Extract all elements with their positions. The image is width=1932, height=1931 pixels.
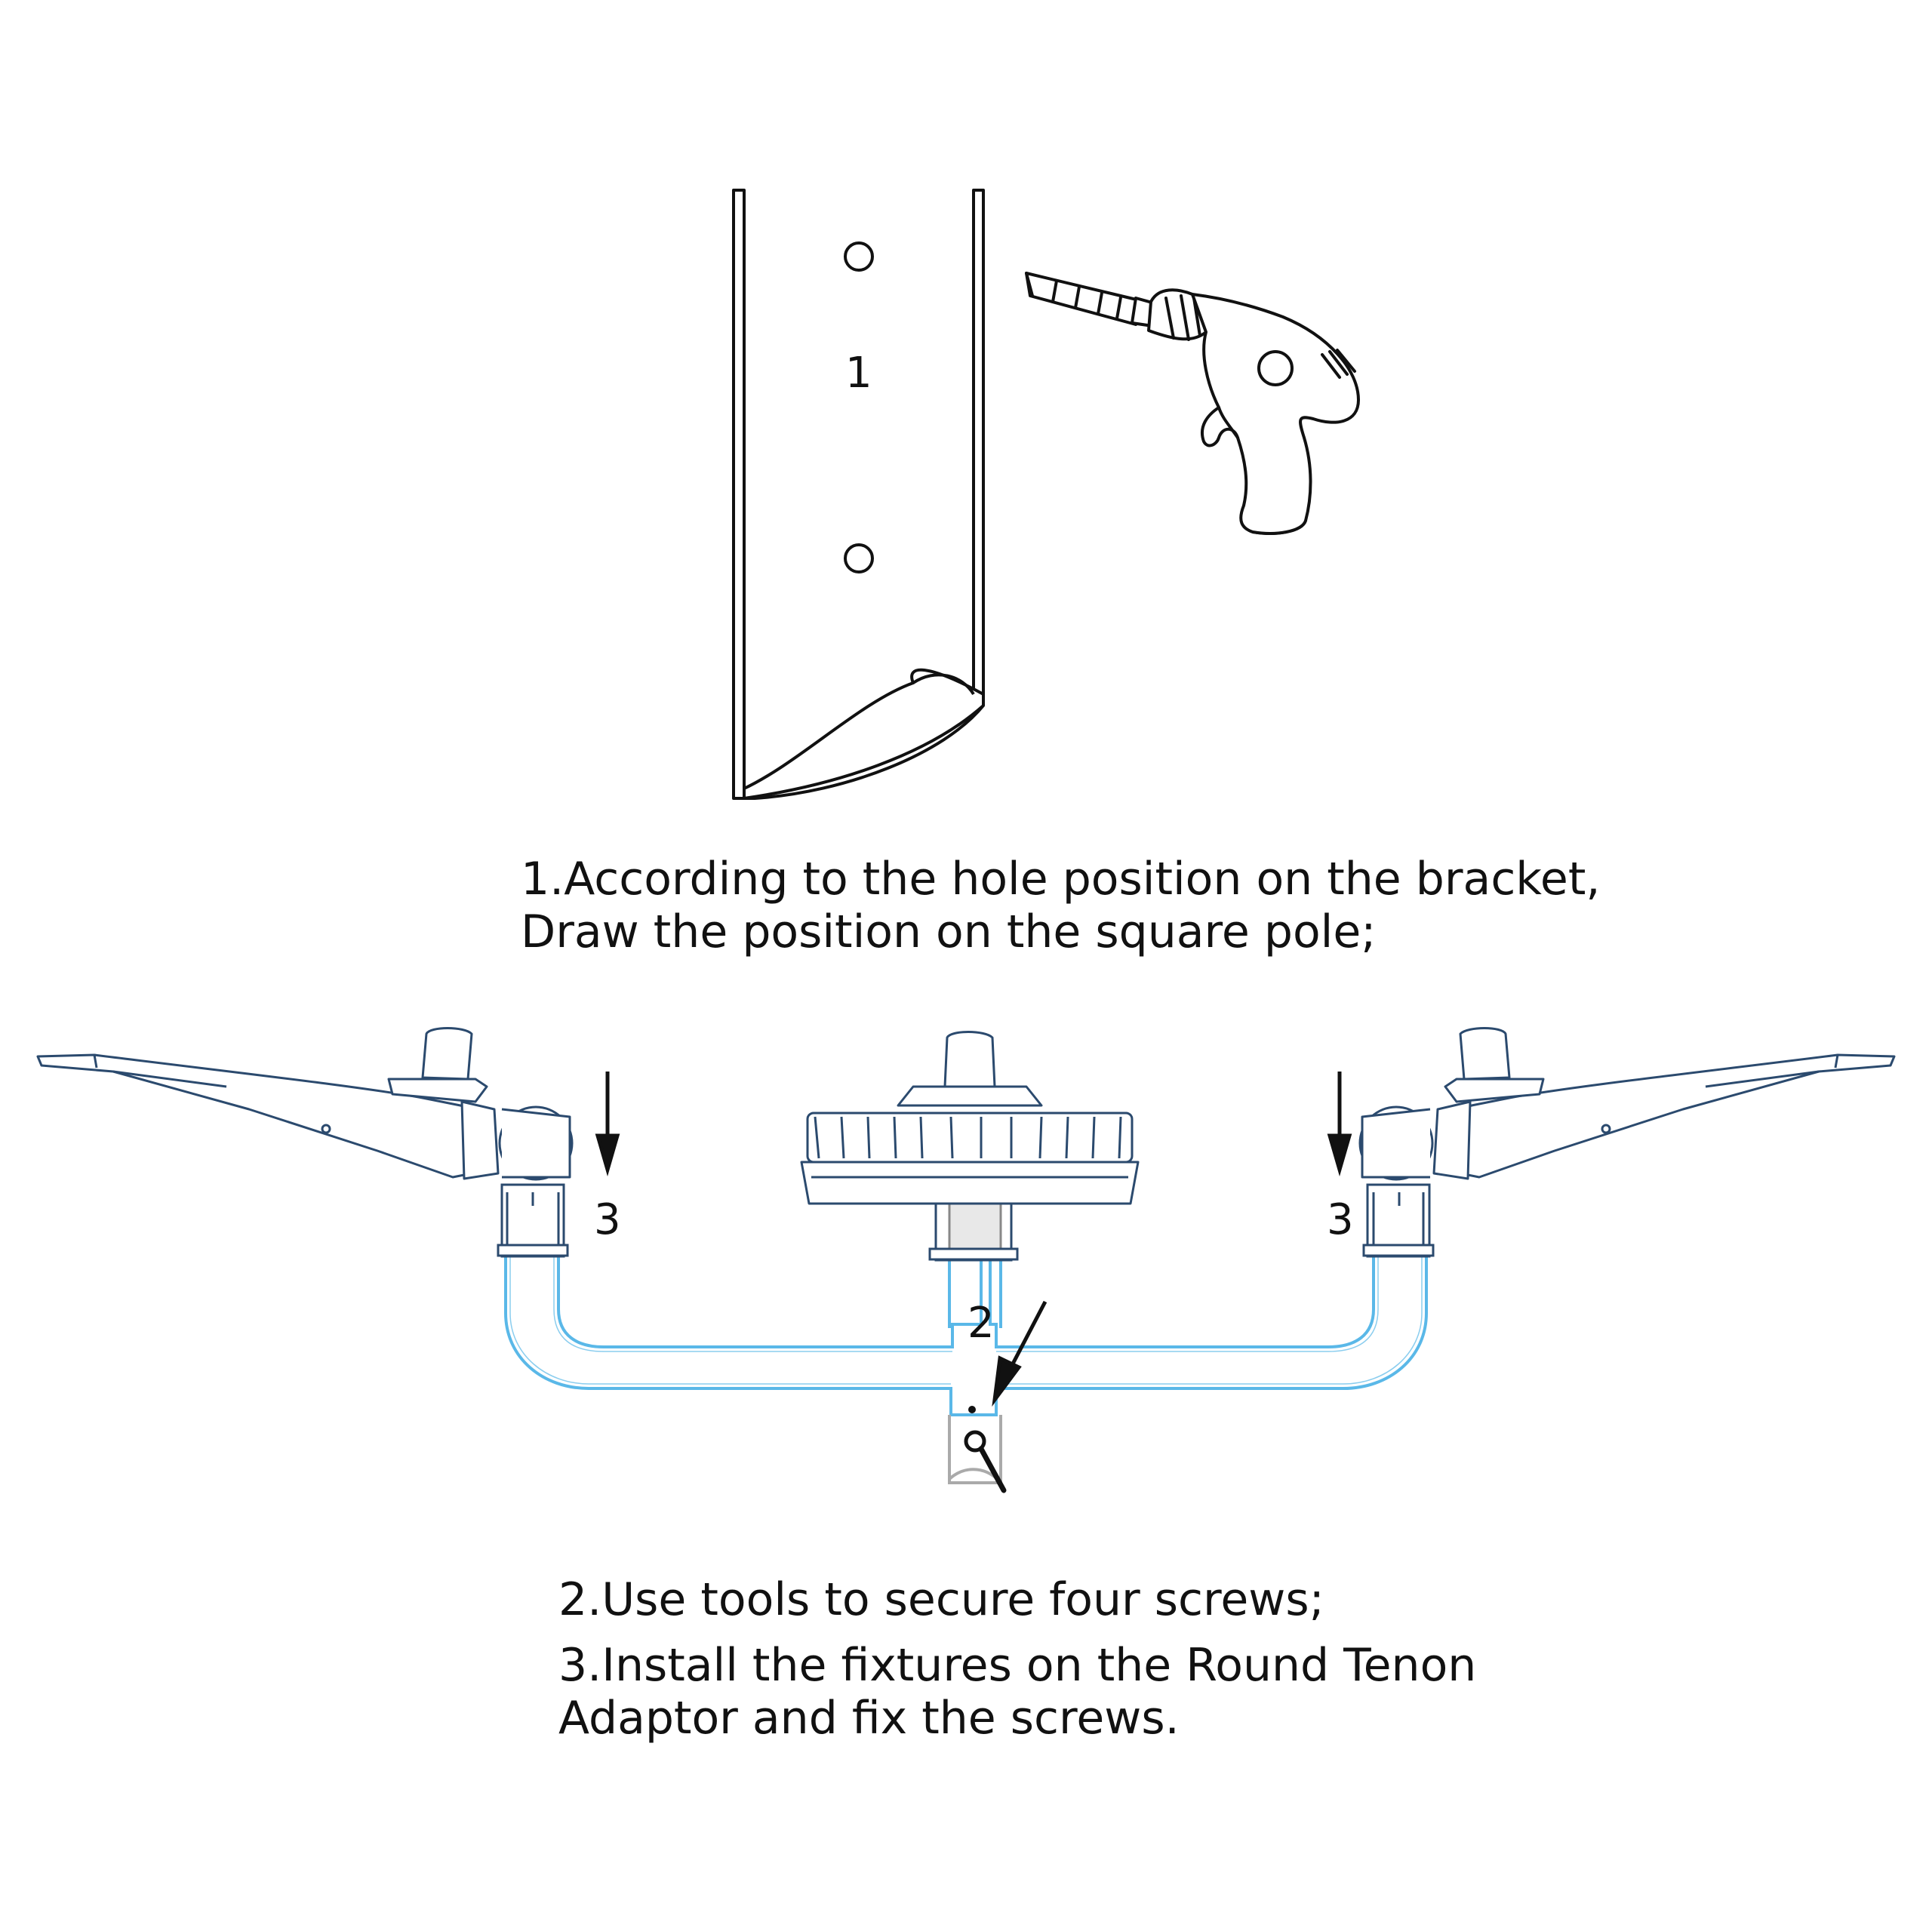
screw-arrow: [992, 1300, 1048, 1407]
tenon-screws: [968, 1406, 976, 1413]
bracket-hole-bottom: [844, 543, 874, 573]
center-light-fixture: [800, 1031, 1140, 1205]
instruction-step1-line1: 1.According to the hole position on the …: [521, 853, 1601, 906]
instruction-step1-line2: Draw the position on the square pole;: [521, 906, 1377, 958]
instruction-step3-line1: 3.Install the fixtures on the Round Teno…: [558, 1639, 1477, 1692]
down-arrow-icon: [595, 1072, 1352, 1177]
instruction-step3-line2: Adaptor and fix the screws.: [558, 1692, 1180, 1745]
wrench-icon: [964, 1430, 1007, 1493]
right-tenon-collar: [1362, 1183, 1435, 1258]
right-light-fixture: [1358, 1027, 1896, 1181]
bracket-hole-top: [844, 241, 874, 272]
round-tenon-adaptor: [504, 1249, 1428, 1484]
drill-icon: [1025, 272, 1360, 535]
right-fixture-step-label: 3: [1327, 1195, 1354, 1244]
screw-step-label: 2: [968, 1299, 995, 1348]
square-pole-bracket: [732, 189, 985, 800]
left-light-fixture: [36, 1027, 574, 1181]
bracket-step-label: 1: [845, 349, 872, 398]
instruction-step2: 2.Use tools to secure four screws;: [558, 1573, 1324, 1626]
left-fixture-step-label: 3: [594, 1195, 621, 1244]
left-tenon-collar: [497, 1183, 569, 1258]
